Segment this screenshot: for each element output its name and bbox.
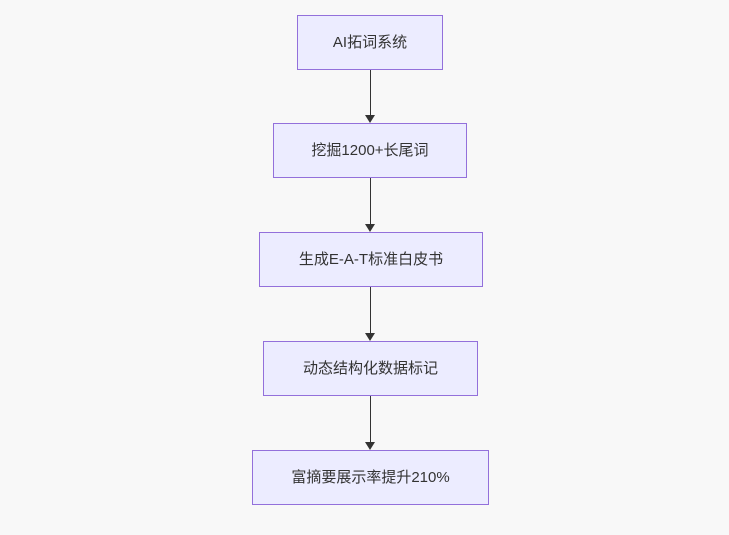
flow-node-eat-whitepaper: 生成E-A-T标准白皮书: [259, 232, 483, 287]
arrow-line: [369, 287, 371, 333]
flow-node-label: 生成E-A-T标准白皮书: [298, 251, 444, 268]
arrowhead-down-icon: [365, 115, 375, 123]
arrowhead-down-icon: [365, 333, 375, 341]
flow-arrow: [364, 70, 376, 123]
flow-node-ai-keyword-system: AI拓词系统: [297, 15, 443, 70]
arrow-line: [369, 396, 371, 442]
arrowhead-down-icon: [365, 224, 375, 232]
flow-node-structured-data-markup: 动态结构化数据标记: [263, 341, 478, 396]
arrow-line: [369, 178, 371, 224]
flow-node-label: AI拓词系统: [332, 34, 408, 51]
flow-node-label: 富摘要展示率提升210%: [291, 469, 450, 486]
flow-node-longtail-mining: 挖掘1200+长尾词: [273, 123, 467, 178]
arrow-line: [369, 70, 371, 115]
flow-arrow: [364, 178, 376, 232]
flow-node-label: 挖掘1200+长尾词: [311, 142, 429, 159]
flow-arrow: [364, 287, 376, 341]
flow-arrow: [364, 396, 376, 450]
arrowhead-down-icon: [365, 442, 375, 450]
flow-node-label: 动态结构化数据标记: [302, 360, 438, 377]
flow-node-rich-snippet-result: 富摘要展示率提升210%: [252, 450, 489, 505]
